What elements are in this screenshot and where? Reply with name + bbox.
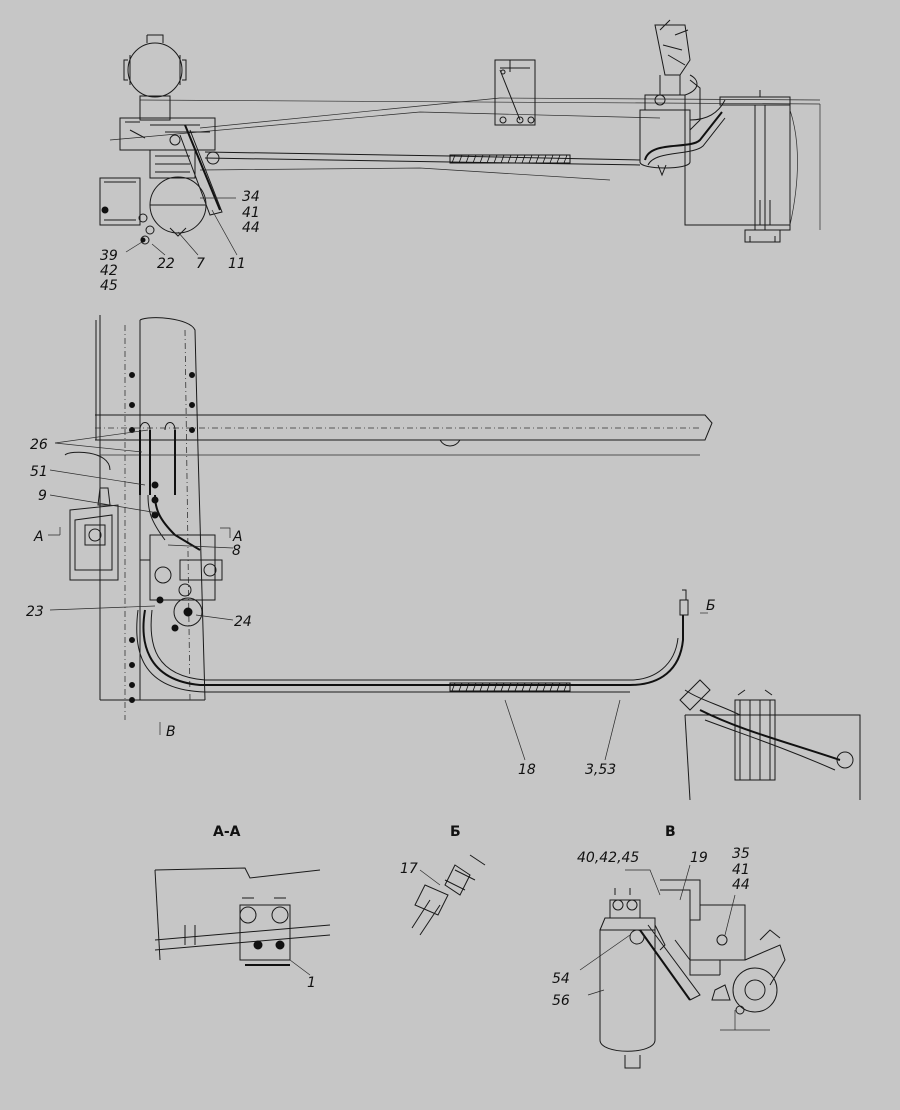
callout-40-42-45: 40,42,45	[577, 850, 639, 866]
callout-41-v: 41	[732, 862, 750, 878]
callout-35: 35	[732, 846, 750, 862]
callout-41: 41	[242, 205, 260, 221]
spring-sleeve-top	[449, 154, 571, 164]
section-b-title: Б	[450, 824, 461, 840]
callout-8: 8	[232, 543, 241, 559]
spring-sleeve-plan	[449, 682, 571, 692]
section-mark-v: В	[166, 724, 176, 740]
pump-flange	[732, 967, 778, 1013]
callout-19: 19	[690, 850, 708, 866]
callout-42: 42	[100, 263, 118, 279]
section-aa	[154, 867, 331, 976]
callout-39: 39	[100, 248, 118, 264]
callout-34: 34	[242, 189, 260, 205]
callout-51: 51	[30, 464, 48, 480]
callout-56: 56	[552, 993, 570, 1009]
callout-24: 24	[234, 614, 252, 630]
callout-17: 17	[400, 861, 418, 877]
callout-3-53: 3,53	[585, 762, 616, 778]
plan-view	[48, 315, 861, 801]
callout-9: 9	[38, 488, 47, 504]
callout-26: 26	[30, 437, 48, 453]
filter-bowl	[599, 929, 656, 1052]
callout-23: 23	[26, 604, 44, 620]
section-v	[579, 864, 786, 1069]
callout-18: 18	[518, 762, 536, 778]
section-mark-a-left: А	[33, 529, 44, 545]
section-mark-a-right: А	[232, 529, 243, 545]
section-v-title: В	[665, 824, 676, 840]
callout-22: 22	[157, 256, 175, 272]
section-aa-title: А-А	[213, 824, 241, 840]
plan-valve	[173, 597, 203, 627]
callout-44: 44	[242, 220, 260, 236]
callout-44-v: 44	[732, 877, 750, 893]
callout-45: 45	[100, 278, 118, 294]
section-b	[411, 854, 486, 936]
callout-7: 7	[196, 256, 205, 272]
callout-labels: 34 41 44 39 42 45 22 7 11 26 51 9 8 23 2…	[26, 189, 750, 1009]
fuel-filter-top	[639, 109, 691, 169]
top-view	[99, 19, 821, 256]
section-mark-b: Б	[706, 598, 716, 614]
callout-11: 11	[228, 256, 246, 272]
air-tank	[127, 42, 183, 98]
callout-54: 54	[552, 971, 570, 987]
callout-1: 1	[307, 975, 316, 991]
